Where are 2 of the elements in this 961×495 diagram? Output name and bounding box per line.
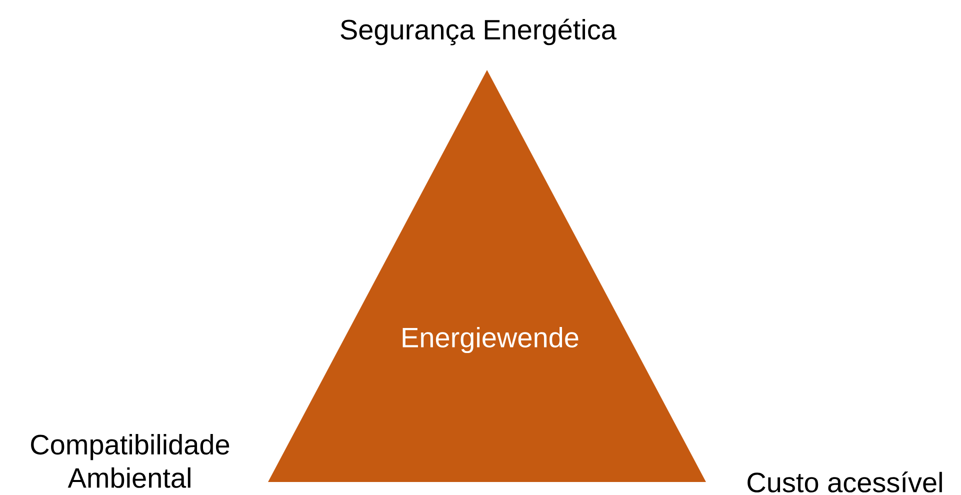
corner-label: Compatibilidade Ambiental: [31, 434, 230, 488]
corner-label: Custo acessível: [748, 472, 942, 492]
